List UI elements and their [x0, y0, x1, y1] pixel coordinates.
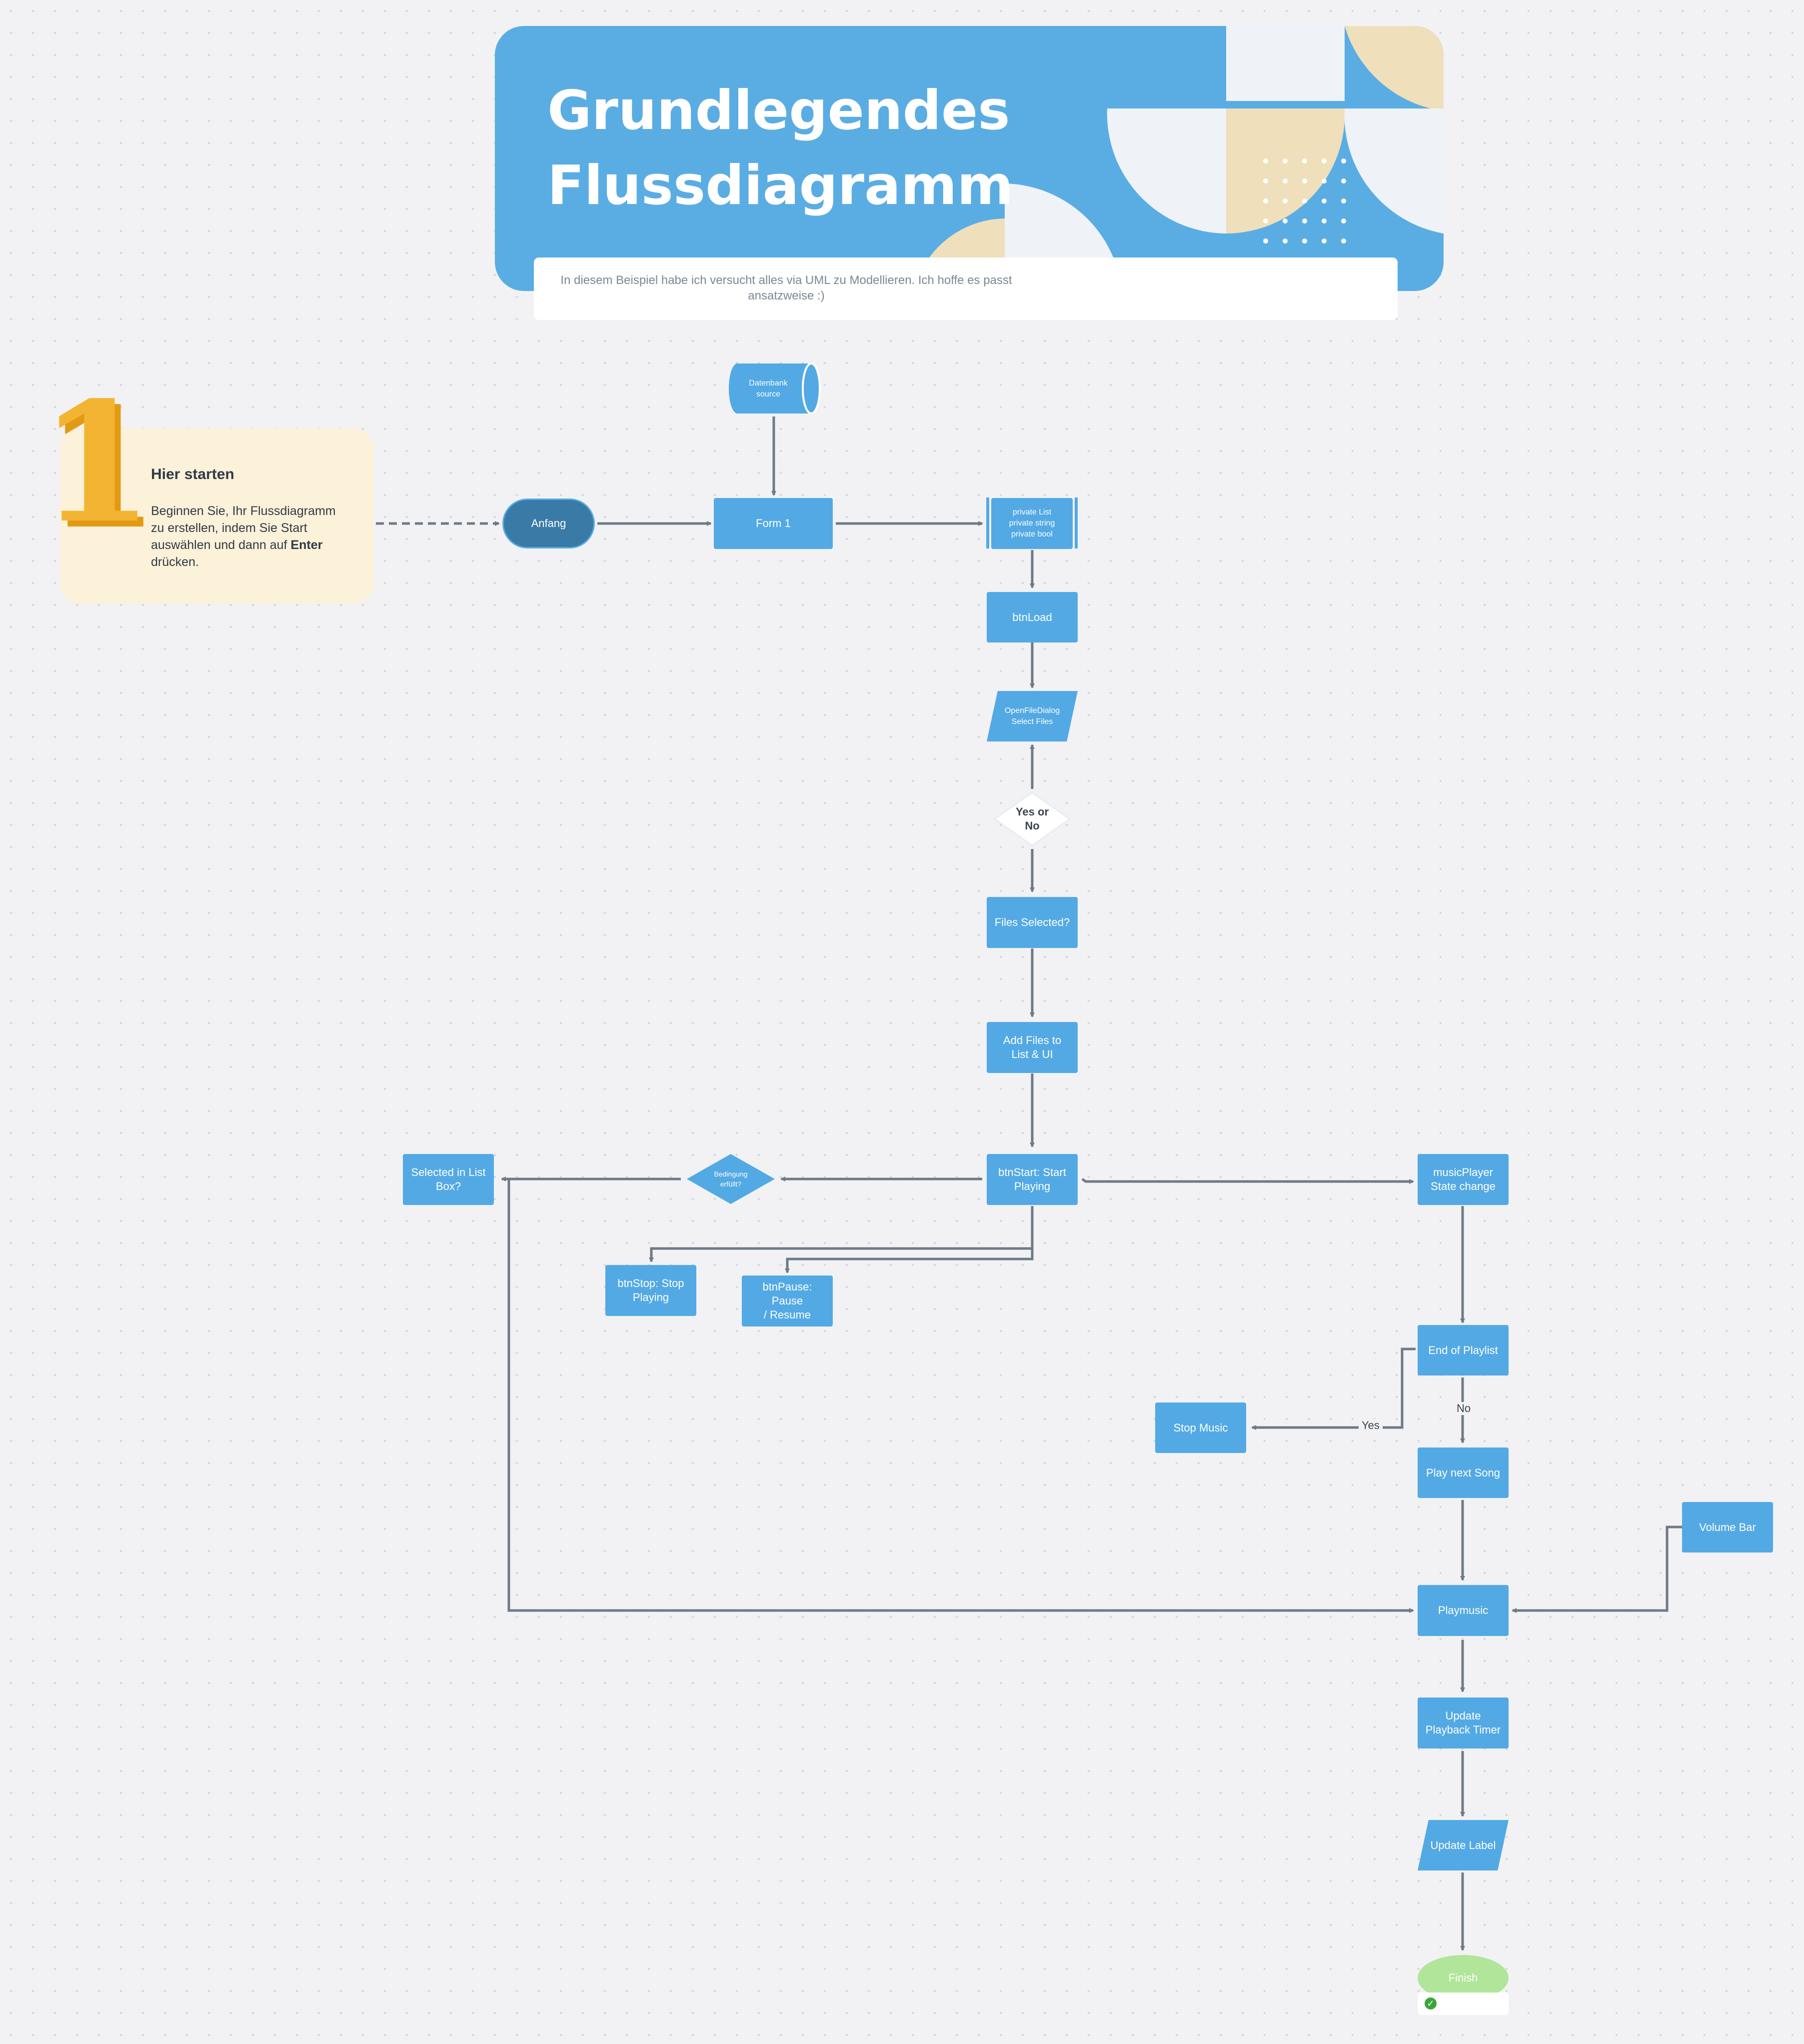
musicplayer-node[interactable]: musicPlayer State change	[1418, 1154, 1509, 1205]
bedingung-label: Bedingung erfüllt?	[714, 1170, 748, 1188]
datenbank-cylinder[interactable]	[729, 362, 821, 414]
fields-box-bars	[986, 498, 1078, 548]
volume-bar-node[interactable]: Volume Bar	[1682, 1502, 1773, 1552]
bedingung-diamond[interactable]	[687, 1154, 775, 1204]
stop-music-node[interactable]: Stop Music	[1155, 1402, 1246, 1453]
edge-endofplaylist-stopmusic	[1251, 1348, 1416, 1430]
yes-or-no-label: Yes or No	[1015, 806, 1049, 832]
edge-btnstart-btnstop	[649, 1206, 1034, 1262]
step-number-one: 1	[39, 366, 154, 560]
edge-volume-playmusic	[1512, 1526, 1682, 1613]
btnstart-node[interactable]: btnStart: Start Playing	[987, 1154, 1078, 1205]
end-of-playlist-node[interactable]: End of Playlist	[1418, 1325, 1509, 1376]
btnstop-node[interactable]: btnStop: Stop Playing	[605, 1265, 696, 1316]
btnload-node[interactable]: btnLoad	[987, 592, 1078, 642]
files-selected-node[interactable]: Files Selected?	[987, 897, 1078, 948]
title-line-2: Flussdiagramm	[547, 154, 1013, 217]
edge-btnstart-btnpause	[785, 1206, 1034, 1274]
update-timer-node[interactable]: Update Playback Timer	[1418, 1698, 1509, 1748]
start-card-enter-key: Enter	[290, 538, 323, 552]
selected-listbox-node[interactable]: Selected in List Box?	[403, 1154, 494, 1205]
openfiledialog-node[interactable]: OpenFileDialog Select Files	[987, 691, 1078, 742]
start-card-body-end: drücken.	[151, 555, 199, 569]
checkmark-icon: ✓	[1425, 1998, 1437, 2010]
edge-selected-playmusic	[507, 1179, 1414, 1613]
start-card-heading: Hier starten	[151, 466, 234, 482]
datenbank-label: Datenbank source	[749, 378, 788, 398]
title-line-1: Grundlegendes	[547, 80, 1010, 142]
start-card-body-text: Beginnen Sie, Ihr Flussdiagramm zu erste…	[151, 504, 336, 552]
btnpause-node[interactable]: btnPause: Pause / Resume	[742, 1276, 833, 1326]
start-card-body: Beginnen Sie, Ihr Flussdiagramm zu erste…	[151, 502, 351, 570]
play-next-node[interactable]: Play next Song	[1418, 1448, 1509, 1498]
update-label-node[interactable]: Update Label	[1418, 1820, 1509, 1870]
edge-btnstart-musicplayer	[1081, 1178, 1414, 1184]
page-title: Grundlegendes Flussdiagramm	[547, 74, 1047, 224]
description-text: In diesem Beispiel habe ich versucht all…	[560, 274, 1012, 302]
add-files-node[interactable]: Add Files to List & UI	[987, 1022, 1078, 1073]
edge-label-no: No	[1454, 1402, 1474, 1415]
edge-label-yes: Yes	[1359, 1419, 1383, 1432]
yes-or-no-diamond[interactable]	[993, 792, 1071, 846]
start-card[interactable]: Hier starten Beginnen Sie, Ihr Flussdiag…	[60, 428, 374, 604]
playmusic-node[interactable]: Playmusic	[1418, 1585, 1509, 1636]
finish-status-bar: ✓	[1418, 1992, 1509, 2015]
form1-node[interactable]: Form 1	[714, 498, 833, 549]
anfang-node[interactable]: Anfang	[502, 498, 595, 548]
fields-node[interactable]: private List private string private bool	[991, 498, 1073, 549]
description-card[interactable]: In diesem Beispiel habe ich versucht all…	[534, 258, 1398, 320]
